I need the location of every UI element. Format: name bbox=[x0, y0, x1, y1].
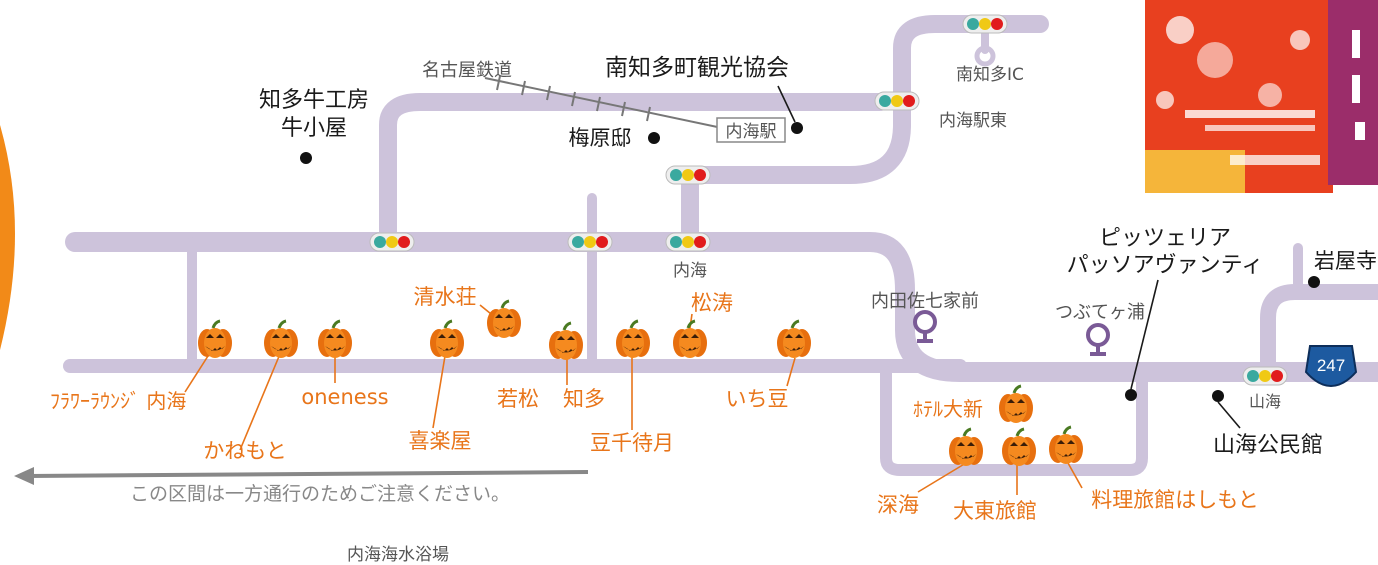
signal-icon bbox=[567, 232, 613, 252]
pumpkin-icon bbox=[997, 384, 1035, 425]
inn-label-kanemoto: かねもと bbox=[203, 439, 287, 463]
label-station: 内海駅 bbox=[726, 122, 777, 142]
label-eki-higashi: 内海駅東 bbox=[939, 111, 1007, 131]
inn-label-oneness: oneness bbox=[301, 385, 388, 409]
label-uchida: 内田佐七家前 bbox=[871, 291, 979, 312]
pumpkin-icon bbox=[947, 427, 985, 468]
inn-label-shimizu: 清水荘 bbox=[414, 285, 477, 309]
inn-label-hotel-taishin: ﾎﾃﾙ大新 bbox=[913, 397, 983, 421]
pumpkin-icon bbox=[196, 319, 234, 360]
inn-label-hashimoto: 料理旅館はしもと bbox=[1091, 488, 1259, 512]
label-kominkan: 山海公民館 bbox=[1213, 433, 1323, 458]
pumpkin-icon bbox=[262, 319, 300, 360]
pumpkin-icon bbox=[1047, 425, 1085, 466]
signal-icon bbox=[665, 232, 711, 252]
label-beach: 内海海水浴場 bbox=[347, 545, 449, 565]
label-umehara: 梅原邸 bbox=[569, 126, 632, 150]
label-pizza-line1: ピッツェリア bbox=[1099, 226, 1231, 251]
signal-icon bbox=[1242, 366, 1288, 386]
station-box bbox=[716, 117, 786, 143]
pumpkin-icon bbox=[614, 319, 652, 360]
place-dot-icon bbox=[1125, 389, 1137, 401]
signal-icon bbox=[369, 232, 415, 252]
orange-arc-decoration bbox=[0, 125, 15, 350]
place-dot-icon bbox=[648, 132, 660, 144]
route-shield: 247 bbox=[1304, 345, 1358, 387]
railway-line bbox=[484, 75, 723, 129]
inn-label-wakamatsu: 若松 bbox=[497, 387, 539, 411]
pumpkin-icon bbox=[671, 319, 709, 360]
label-sanka: 山海 bbox=[1249, 392, 1281, 411]
pumpkin-icon bbox=[428, 319, 466, 360]
place-dot-icon bbox=[791, 122, 803, 134]
label-iwaya: 岩屋寺 bbox=[1314, 249, 1377, 273]
bus-stop-icon bbox=[1086, 323, 1110, 356]
inn-label-ichimame: いち豆 bbox=[726, 387, 789, 411]
place-dot-icon bbox=[1308, 276, 1320, 288]
label-kankou: 南知多町観光協会 bbox=[605, 55, 789, 81]
inn-label-chita: 知多 bbox=[563, 387, 605, 411]
place-dot-icon bbox=[1212, 390, 1224, 402]
road-network bbox=[63, 15, 1378, 476]
inn-label-daito: 大東旅館 bbox=[953, 499, 1037, 523]
label-gyu-line1: 知多牛工房 bbox=[259, 88, 369, 113]
inn-label-fukami: 深海 bbox=[877, 493, 919, 517]
label-ic: 南知多IC bbox=[956, 65, 1024, 85]
pumpkin-icon bbox=[316, 319, 354, 360]
pumpkin-icon bbox=[485, 299, 523, 340]
place-dot-icon bbox=[300, 152, 312, 164]
label-railway: 名古屋鉄道 bbox=[422, 60, 512, 81]
inn-label-flower: ﾌﾗﾜｰﾗｳﾝｼﾞ 内海 bbox=[50, 389, 186, 413]
signal-icon bbox=[665, 165, 711, 185]
label-utsumi: 内海 bbox=[673, 261, 707, 281]
bus-stop-icon bbox=[913, 310, 937, 343]
inn-label-kiraku: 喜楽屋 bbox=[409, 429, 472, 453]
pumpkin-icon bbox=[775, 319, 813, 360]
event-poster bbox=[1145, 0, 1378, 193]
label-tsubutegaura: つぶてヶ浦 bbox=[1055, 302, 1145, 323]
label-gyu-line2: 牛小屋 bbox=[281, 116, 347, 141]
inn-label-mamechi: 豆千待月 bbox=[590, 431, 674, 455]
signal-icon bbox=[874, 91, 920, 111]
pumpkin-icon bbox=[1000, 427, 1038, 468]
one-way-arrow bbox=[14, 467, 589, 485]
pumpkin-icon bbox=[547, 321, 585, 362]
inn-label-shoto: 松涛 bbox=[691, 291, 733, 315]
route-number: 247 bbox=[1317, 356, 1345, 375]
label-pizza-line2: パッソアヴァンティ bbox=[1067, 253, 1264, 278]
one-way-notice: この区間は一方通行のためご注意ください。 bbox=[130, 483, 510, 505]
signal-icon bbox=[962, 14, 1008, 34]
